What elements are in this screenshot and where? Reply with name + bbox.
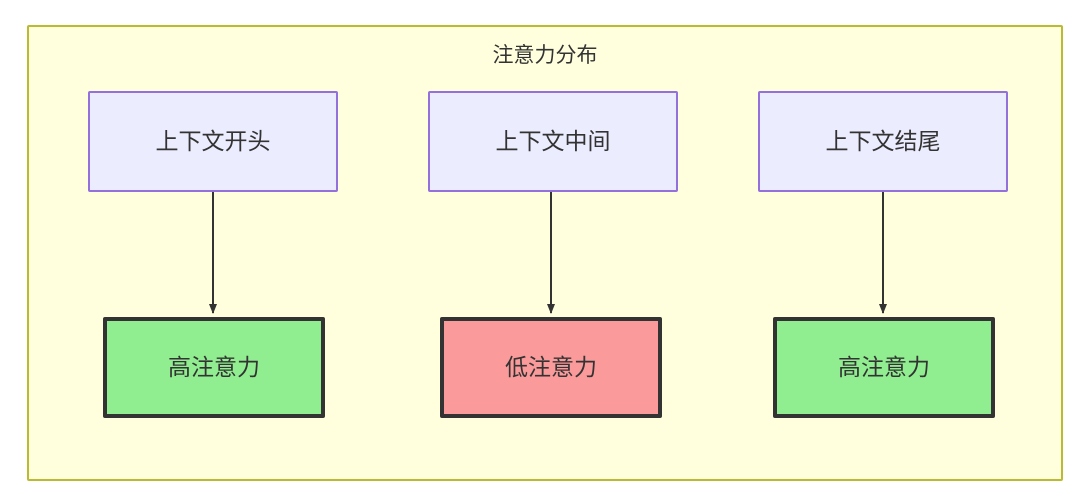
node-context-start-label: 上下文开头 [155,127,271,154]
node-context-start[interactable]: 上下文开头 [88,91,338,192]
node-low-attention-middle[interactable]: 低注意力 [440,317,662,418]
node-high-attention-start-label: 高注意力 [168,353,260,380]
node-context-end[interactable]: 上下文结尾 [758,91,1008,192]
subgraph-title: 注意力分布 [492,44,598,67]
node-high-attention-end[interactable]: 高注意力 [773,317,995,418]
node-high-attention-end-label: 高注意力 [838,353,930,380]
node-high-attention-start[interactable]: 高注意力 [103,317,325,418]
node-context-middle-label: 上下文中间 [495,127,611,154]
node-low-attention-middle-label: 低注意力 [505,353,597,380]
node-context-middle[interactable]: 上下文中间 [428,91,678,192]
node-context-end-label: 上下文结尾 [825,127,941,154]
